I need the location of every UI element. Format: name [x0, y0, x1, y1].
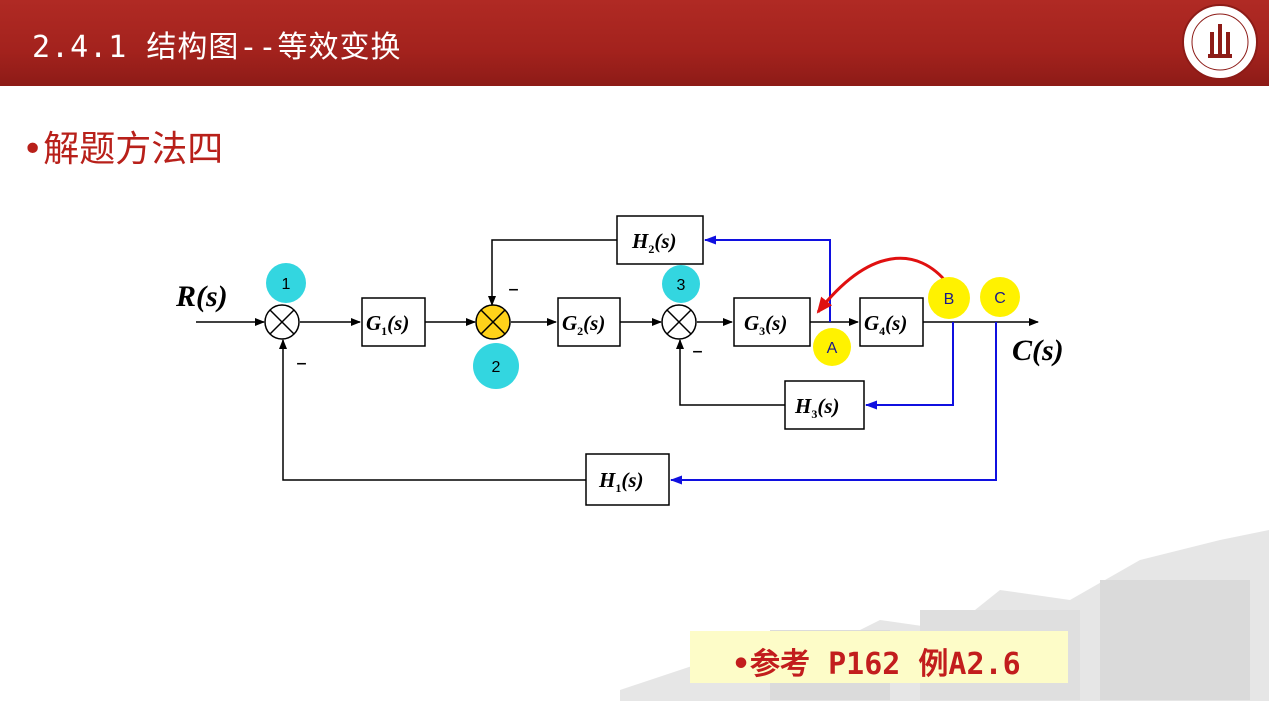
minus-sign-s2: –: [508, 277, 519, 302]
svg-text:C: C: [994, 290, 1006, 307]
svg-text:G1(s): G1(s): [366, 311, 409, 338]
signal-line-h2-to-s2: [488, 239, 617, 306]
marker-point-c: C: [980, 277, 1020, 317]
input-label: R(s): [175, 280, 228, 313]
svg-text:A: A: [827, 340, 838, 357]
marker-summing-2: 2: [473, 343, 519, 389]
block-g1: G1(s): [361, 297, 426, 347]
block-h3: H3(s): [784, 380, 865, 430]
svg-text:H2(s): H2(s): [631, 229, 677, 256]
svg-text:B: B: [944, 291, 955, 308]
reference-box: •参考 P162 例A2.6: [690, 631, 1068, 683]
summing-junction-3: [661, 304, 697, 340]
feedback-line-b-to-h3: [865, 322, 954, 410]
minus-sign-s1: –: [296, 351, 307, 376]
block-h1: H1(s): [585, 453, 670, 506]
svg-text:G3(s): G3(s): [744, 311, 787, 338]
feedback-line-c-to-h1: [670, 322, 997, 485]
university-logo: [1182, 4, 1258, 80]
header-bar: 2.4.1 结构图--等效变换: [0, 0, 1269, 86]
svg-text:1: 1: [282, 276, 291, 293]
marker-point-b: B: [928, 277, 970, 319]
minus-sign-s3: –: [692, 339, 703, 364]
svg-text:3: 3: [677, 277, 686, 294]
block-g4: G4(s): [859, 297, 924, 347]
move-arrow-b-to-a: [816, 256, 950, 314]
signal-line-h1-to-s1: [279, 339, 586, 481]
svg-text:H3(s): H3(s): [794, 394, 840, 421]
reference-text: •参考 P162 例A2.6: [732, 647, 1021, 682]
svg-text:H1(s): H1(s): [598, 468, 644, 495]
svg-text:G4(s): G4(s): [864, 311, 907, 338]
marker-summing-3: 3: [662, 265, 700, 303]
output-label: C(s): [1012, 334, 1064, 367]
block-h2: H2(s): [616, 215, 704, 265]
header-title: 2.4.1 结构图--等效变换: [32, 30, 402, 65]
section-title: •解题方法四: [22, 129, 224, 170]
svg-text:G2(s): G2(s): [562, 311, 605, 338]
block-g3: G3(s): [733, 297, 811, 347]
summing-junction-1: [264, 304, 300, 340]
svg-text:2: 2: [492, 359, 501, 376]
signal-line-h3-to-s3: [676, 339, 785, 406]
block-g2: G2(s): [557, 297, 621, 347]
marker-summing-1: 1: [266, 263, 306, 303]
marker-point-a: A: [813, 328, 851, 366]
summing-junction-2: [475, 304, 511, 340]
feedback-line-a-to-h2: [704, 235, 831, 322]
